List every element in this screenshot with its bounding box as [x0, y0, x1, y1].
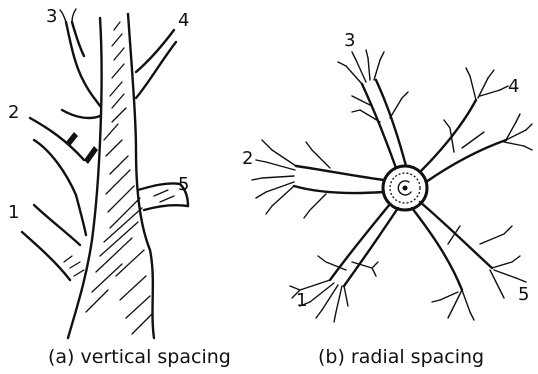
label-branch-1: 1	[296, 290, 307, 311]
label-branch-2: 2	[8, 102, 19, 123]
branch-3	[60, 9, 100, 118]
vertical-spacing-diagram: 1 2 3 4 5 (a) vertical spacing	[8, 6, 231, 368]
branch-4	[136, 30, 176, 98]
label-branch-5: 5	[178, 174, 189, 195]
label-branch-3: 3	[46, 6, 57, 27]
caption-radial-spacing: (b) radial spacing	[318, 346, 484, 368]
label-branch-3: 3	[344, 30, 355, 51]
radial-spacing-diagram: 1 2 3 4 5 (b) radial spacing	[242, 30, 532, 368]
branch-3	[338, 50, 408, 168]
branch-5	[412, 202, 526, 320]
label-branch-4: 4	[508, 76, 519, 97]
label-branch-4: 4	[178, 10, 189, 31]
label-branch-1: 1	[8, 202, 19, 223]
branch-2	[252, 140, 384, 218]
label-branch-5: 5	[518, 284, 529, 305]
branch-2	[30, 118, 86, 235]
trunk	[68, 14, 154, 338]
caption-vertical-spacing: (a) vertical spacing	[48, 346, 231, 368]
branch-1	[22, 205, 80, 280]
label-branch-2: 2	[242, 148, 253, 169]
